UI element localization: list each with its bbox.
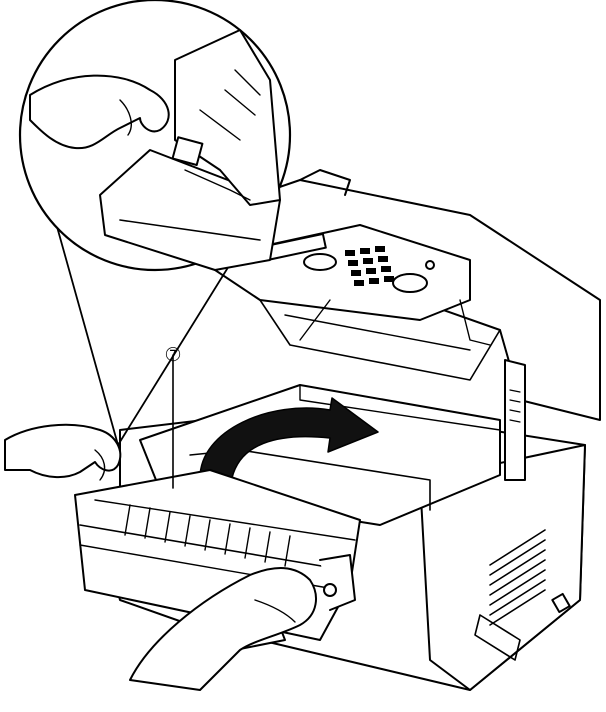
step-number: ⑦ [164, 344, 181, 366]
keypad[interactable] [345, 246, 394, 286]
start-button[interactable] [392, 273, 428, 293]
zoom-callout [18, 0, 292, 446]
port [551, 592, 571, 614]
navigator-key[interactable] [303, 253, 337, 271]
hand-icon [29, 74, 170, 150]
vent-grille [489, 529, 546, 626]
stop-button[interactable] [425, 260, 435, 270]
hand-icon [129, 567, 317, 691]
zoom-drum-detail [99, 29, 281, 271]
hand-icon [4, 423, 122, 478]
curved-arrow-icon [199, 397, 379, 479]
